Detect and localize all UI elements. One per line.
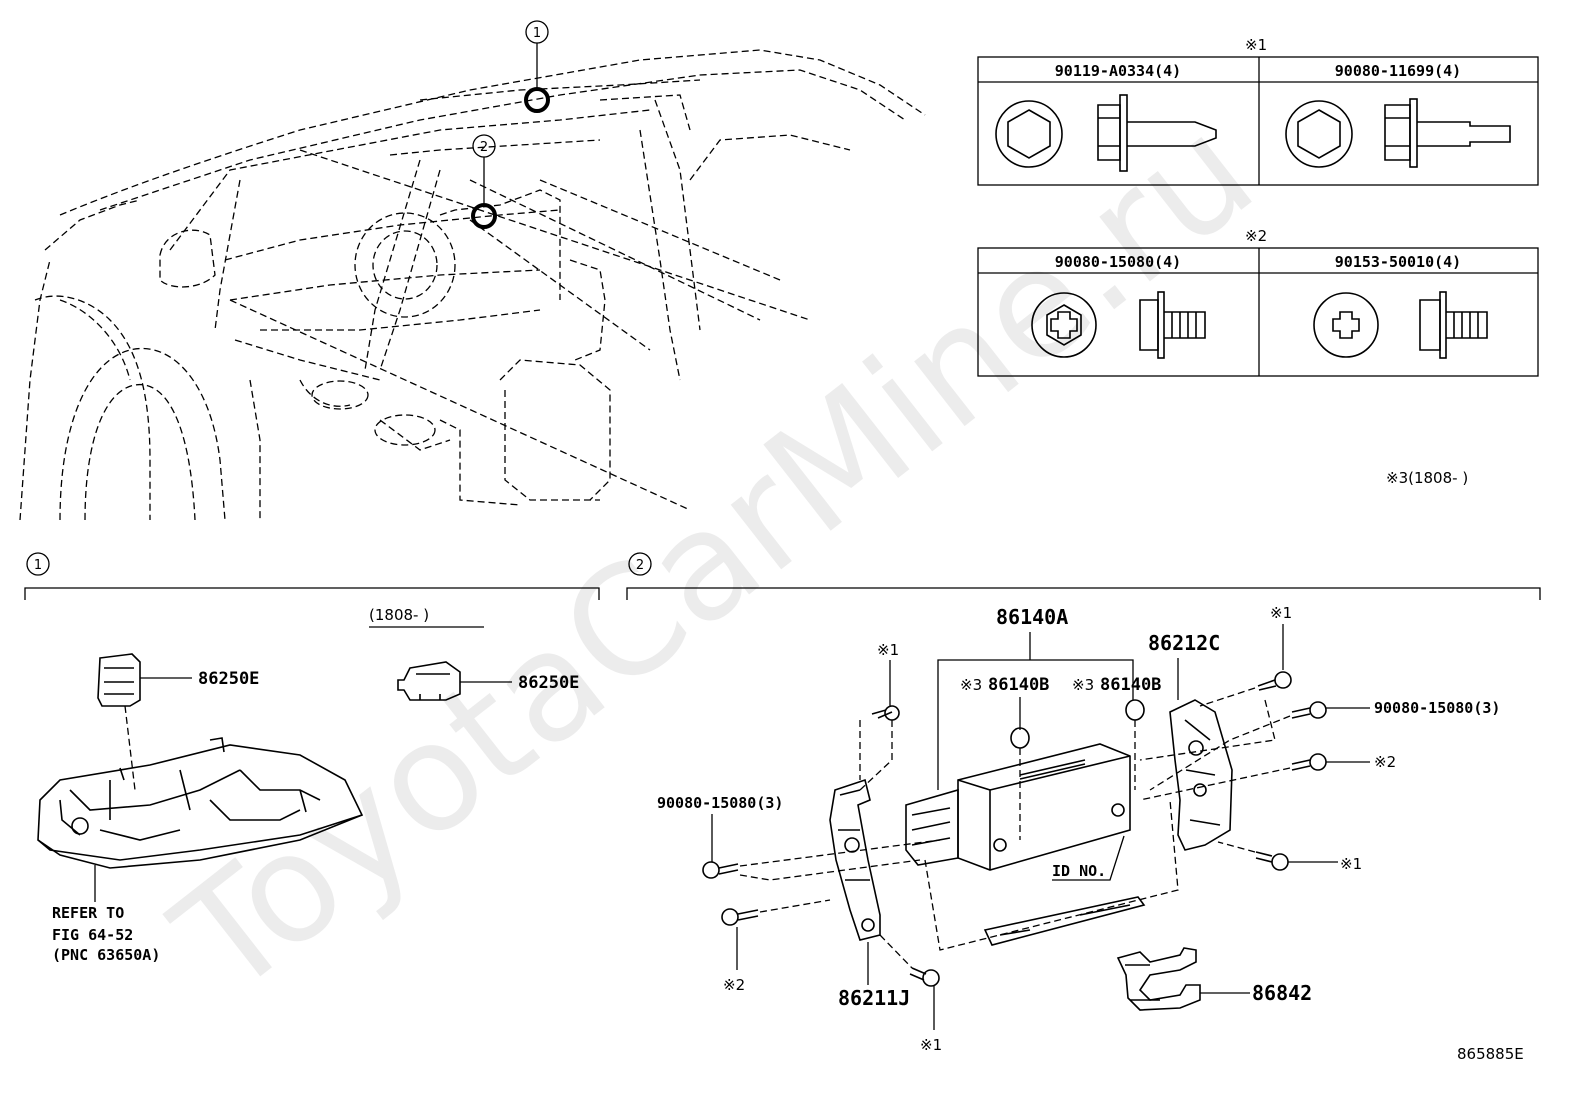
svg-text:2: 2 [480, 140, 488, 155]
refer-line-1: REFER TO [52, 904, 124, 922]
section-1-date-range: (1808- ) [369, 606, 429, 624]
svg-text:※2: ※2 [723, 976, 745, 994]
callout-2-locator: 2 [471, 134, 497, 229]
part-label-86842: 86842 [1252, 981, 1312, 1005]
svg-text:2: 2 [636, 558, 644, 573]
svg-text:1: 1 [533, 26, 541, 41]
overhead-console-housing [37, 737, 364, 902]
svg-text:※1: ※1 [1340, 855, 1362, 873]
svg-text:※2: ※2 [1245, 227, 1267, 245]
fastener-90119-A0334: 90119-A0334(4) [1055, 62, 1181, 80]
svg-text:※2: ※2 [1374, 753, 1396, 771]
fastener-90080-11699: 90080-11699(4) [1335, 62, 1461, 80]
part-label-86212C: 86212C [1148, 631, 1220, 655]
part-label-90080-15080-left: 90080-15080(3) [657, 794, 783, 812]
bolt-set-section-2: ※1 90080-15080(3) ※2 ※1 ※1 [657, 604, 1500, 1054]
fastener-table-2: ※2 90080-15080(4) 90153-50010(4) [977, 227, 1539, 377]
lamp-switch-86250E-right: 86250E [397, 661, 579, 701]
bracket-86212C [1169, 699, 1233, 851]
part-label-86140A: 86140A [996, 605, 1068, 629]
callout-1-locator: 1 [524, 20, 550, 113]
bolt-hex-head-icon [995, 94, 1217, 172]
section-1: 1 (1808- ) 86250E 86250E [24, 552, 600, 964]
radio-receiver-86140A [905, 720, 1136, 871]
svg-text:※1: ※1 [877, 641, 899, 659]
fastener-90153-50010: 90153-50010(4) [1335, 253, 1461, 271]
connector-86842 [1116, 947, 1250, 1011]
svg-text:※3: ※3 [1072, 676, 1094, 694]
refer-line-3: (PNC 63650A) [52, 946, 160, 964]
fastener-table-1: ※1 90119-A0334(4) 90080-11699(4) [977, 36, 1539, 186]
bolt-flange-head-icon [1285, 98, 1511, 168]
svg-text:※3: ※3 [960, 676, 982, 694]
part-label-86140B-a: 86140B [988, 675, 1049, 695]
note-3-date-range: ※3(1808- ) [1386, 469, 1468, 487]
id-no-label: ID NO. [1052, 862, 1106, 880]
part-label-86140B-b: 86140B [1100, 675, 1161, 695]
vehicle-interior-illustration [19, 49, 926, 521]
part-label-90080-15080-right: 90080-15080(3) [1374, 699, 1500, 717]
cap-86140B-a [1010, 727, 1030, 749]
cap-86140B-b [1125, 699, 1145, 721]
fastener-90080-15080: 90080-15080(4) [1055, 253, 1181, 271]
figure-id: 865885E [1457, 1045, 1524, 1063]
part-label-86211J: 86211J [838, 986, 910, 1010]
refer-line-2: FIG 64-52 [52, 926, 133, 944]
bracket-86211J [829, 778, 881, 941]
svg-text:1: 1 [34, 558, 42, 573]
svg-text:※1: ※1 [1270, 604, 1292, 622]
watermark-text: ToyotaCarMine.ru [144, 84, 1285, 1028]
section-2: 2 86140A ※3 86140B ※3 86140B ID NO. [626, 552, 1541, 1054]
svg-text:※1: ※1 [920, 1036, 942, 1054]
lamp-switch-86250E-left: 86250E [97, 653, 259, 791]
phillips-screw-icon [1313, 291, 1488, 359]
phillips-bolt-icon [1031, 291, 1206, 359]
svg-text:※1: ※1 [1245, 36, 1267, 54]
part-label-86250E-left: 86250E [198, 669, 259, 689]
part-label-86250E-right: 86250E [518, 673, 579, 693]
